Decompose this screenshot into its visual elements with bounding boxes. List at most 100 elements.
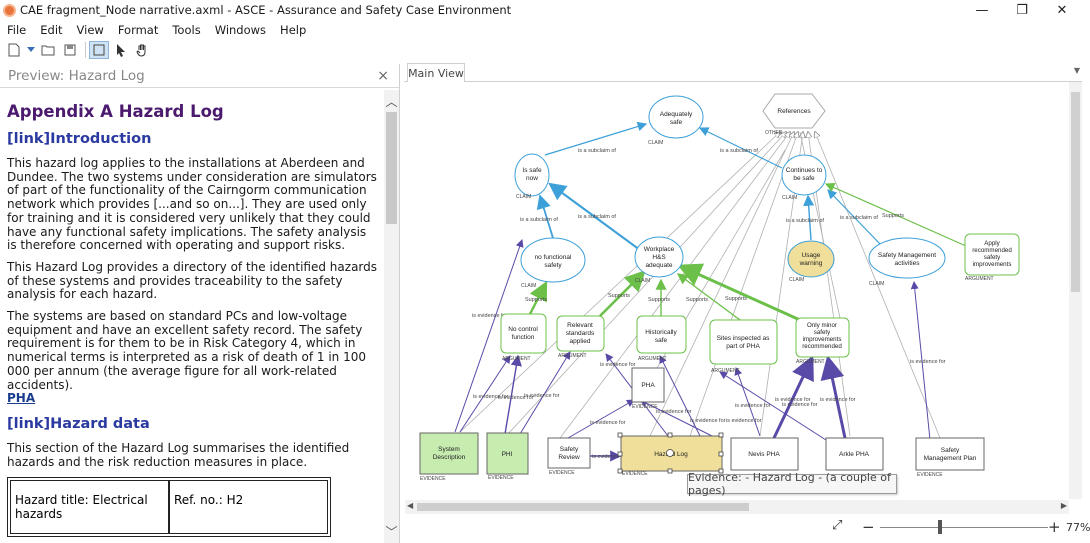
label-evidence: is evidence for bbox=[690, 418, 726, 424]
preview-scroll-thumb[interactable] bbox=[386, 112, 397, 224]
evidence-hazard-log[interactable]: Hazard Log EVIDENCE bbox=[617, 432, 724, 477]
diagram-hscroll-thumb[interactable] bbox=[417, 503, 749, 511]
evidence-arkle-pha[interactable]: Arkle PHA bbox=[825, 437, 884, 471]
references-node[interactable]: References OTHER bbox=[762, 93, 826, 136]
claim-label: safe bbox=[670, 119, 683, 126]
intro-paragraph-2: This Hazard Log provides a directory of … bbox=[7, 259, 378, 302]
claim-no-functional-safety[interactable]: no functional safety CLAIM bbox=[520, 237, 586, 289]
maximize-button[interactable]: ❐ bbox=[1016, 2, 1028, 18]
diagram-canvas[interactable]: is a subclaim of is a subclaim of is a s… bbox=[405, 82, 1069, 499]
save-icon[interactable] bbox=[60, 41, 80, 59]
label-evidence: is evidence for bbox=[782, 402, 818, 408]
label-evidence: is evidence for bbox=[735, 403, 771, 409]
app-logo-icon bbox=[3, 3, 16, 17]
evidence-phi[interactable]: PHI EVIDENCE bbox=[486, 432, 529, 481]
toolbar bbox=[0, 40, 1082, 60]
label-supports: Supports bbox=[525, 297, 547, 303]
diagram-horizontal-scrollbar[interactable]: ◀ ▶ bbox=[405, 500, 1069, 514]
select-rect-icon[interactable] bbox=[89, 41, 109, 59]
menu-help[interactable]: Help bbox=[280, 23, 307, 37]
scroll-up-icon[interactable]: ︿ bbox=[385, 95, 398, 109]
claim-label: be safe bbox=[793, 175, 815, 182]
label-evidence: is evidence for bbox=[498, 395, 534, 401]
preview-title: Preview: Hazard Log bbox=[0, 64, 399, 88]
evidence-safety-management-plan[interactable]: Safety Management Plan EVIDENCE bbox=[915, 437, 985, 478]
scroll-right-icon[interactable]: ▶ bbox=[1060, 501, 1067, 510]
menu-file[interactable]: File bbox=[7, 23, 27, 37]
intro-paragraph-1: This hazard log applies to the installat… bbox=[7, 156, 377, 253]
argument-apply-recommended-improvements[interactable]: Apply recommended safety improvements AR… bbox=[964, 233, 1020, 282]
claim-label: now bbox=[526, 175, 538, 182]
zoom-in-button[interactable]: + bbox=[1048, 518, 1061, 536]
label-evidence: is evidence for bbox=[600, 362, 636, 368]
claim-safety-management-activities[interactable]: Safety Management activities CLAIM bbox=[868, 237, 946, 287]
hazard-data-link[interactable]: [link]Hazard data bbox=[7, 415, 150, 432]
claim-tag: CLAIM bbox=[782, 195, 797, 201]
hazard-ref-cell: Ref. no.: H2 bbox=[169, 480, 328, 535]
claim-tag: CLAIM bbox=[648, 140, 663, 146]
hand-icon[interactable] bbox=[133, 41, 153, 59]
menu-edit[interactable]: Edit bbox=[40, 23, 63, 37]
claim-tag: CLAIM bbox=[516, 194, 531, 200]
new-document-icon[interactable] bbox=[4, 41, 24, 59]
zoom-slider-thumb[interactable] bbox=[938, 520, 942, 534]
zoom-slider[interactable] bbox=[880, 527, 1048, 528]
toolbar-separator bbox=[85, 42, 86, 58]
claim-adequately-safe[interactable]: Adequately safe CLAIM bbox=[648, 95, 704, 146]
claim-is-safe-now[interactable]: Is safe now CLAIM bbox=[514, 153, 550, 200]
claim-label: Is safe bbox=[522, 167, 542, 174]
argument-label: standards bbox=[566, 330, 595, 337]
preview-scrollbar[interactable]: ︿ ﹀ bbox=[384, 90, 399, 543]
evidence-label: Safety bbox=[560, 446, 579, 453]
intro-paragraph-3-text: The systems are based on standard PCs an… bbox=[7, 309, 366, 392]
diagram-vertical-scrollbar[interactable] bbox=[1069, 82, 1082, 499]
zoom-out-button[interactable]: − bbox=[862, 518, 875, 536]
argument-label: applied bbox=[570, 338, 591, 345]
scroll-down-icon[interactable]: ﹀ bbox=[385, 525, 398, 539]
introduction-link[interactable]: [link]Introduction bbox=[7, 131, 152, 147]
tab-main-view[interactable]: Main View bbox=[407, 63, 465, 82]
menu-view[interactable]: View bbox=[76, 23, 104, 37]
selection-handles[interactable] bbox=[617, 432, 724, 474]
close-button[interactable]: ✕ bbox=[1056, 2, 1068, 18]
window-title: CAE fragment_Node narrative.axml - ASCE … bbox=[20, 3, 512, 17]
argument-only-minor-improvements[interactable]: Only minor safety improvements recommend… bbox=[795, 317, 850, 365]
evidence-system-description[interactable]: System Description EVIDENCE bbox=[419, 432, 479, 482]
claim-usage-warning[interactable]: Usage warning CLAIM bbox=[787, 240, 835, 283]
argument-relevant-standards-applied[interactable]: Relevant standards applied ARGUMENT bbox=[556, 315, 605, 359]
diagram-vscroll-thumb[interactable] bbox=[1071, 92, 1080, 292]
label-evidence: is evidence for bbox=[726, 418, 762, 424]
menu-format[interactable]: Format bbox=[117, 23, 159, 37]
claim-label: Continues to bbox=[786, 167, 823, 174]
claim-tag: CLAIM bbox=[869, 281, 884, 287]
scroll-left-icon[interactable]: ◀ bbox=[407, 501, 414, 510]
evidence-label: System bbox=[438, 446, 460, 453]
minimize-button[interactable]: — bbox=[975, 2, 989, 18]
evidence-label: Review bbox=[558, 454, 580, 461]
pha-link[interactable]: PHA bbox=[7, 391, 36, 406]
claim-workplace-hs-adequate[interactable]: Workplace H&S adequate CLAIM bbox=[634, 236, 684, 284]
evidence-label: PHA bbox=[641, 382, 655, 389]
menu-windows[interactable]: Windows bbox=[214, 23, 267, 37]
evidence-safety-review[interactable]: Safety Review EVIDENCE bbox=[547, 437, 591, 476]
open-folder-icon[interactable] bbox=[38, 41, 58, 59]
argument-label: safety bbox=[984, 254, 1001, 261]
menu-bar: File Edit View Format Tools Windows Help bbox=[0, 20, 1082, 40]
evidence-pha[interactable]: PHA EVIDENCE bbox=[631, 367, 665, 410]
preview-close-button[interactable]: × bbox=[377, 68, 389, 84]
fit-to-window-icon[interactable]: ⤢ bbox=[832, 518, 843, 533]
argument-no-control-function[interactable]: No control function ARGUMENT bbox=[500, 313, 547, 362]
argument-sites-inspected[interactable]: Sites inspected as part of PHA ARGUMENT bbox=[709, 319, 778, 374]
claim-label: no functional bbox=[535, 254, 572, 261]
claim-continues-to-be-safe[interactable]: Continues to be safe CLAIM bbox=[781, 154, 827, 201]
label-supports: Supports bbox=[725, 296, 747, 302]
argument-historically-safe[interactable]: Historically safe ARGUMENT bbox=[636, 315, 687, 362]
menu-tools[interactable]: Tools bbox=[172, 23, 201, 37]
preview-content: Appendix A Hazard Log [link]Introduction… bbox=[0, 90, 385, 543]
evidence-nevis-pha[interactable]: Nevis PHA bbox=[730, 437, 799, 471]
pointer-icon[interactable] bbox=[111, 41, 131, 59]
tab-overflow-icon[interactable]: ▼ bbox=[1073, 66, 1080, 75]
dropdown-icon[interactable] bbox=[26, 41, 36, 59]
argument-label: improvements bbox=[803, 336, 842, 343]
supports-links bbox=[528, 183, 967, 322]
